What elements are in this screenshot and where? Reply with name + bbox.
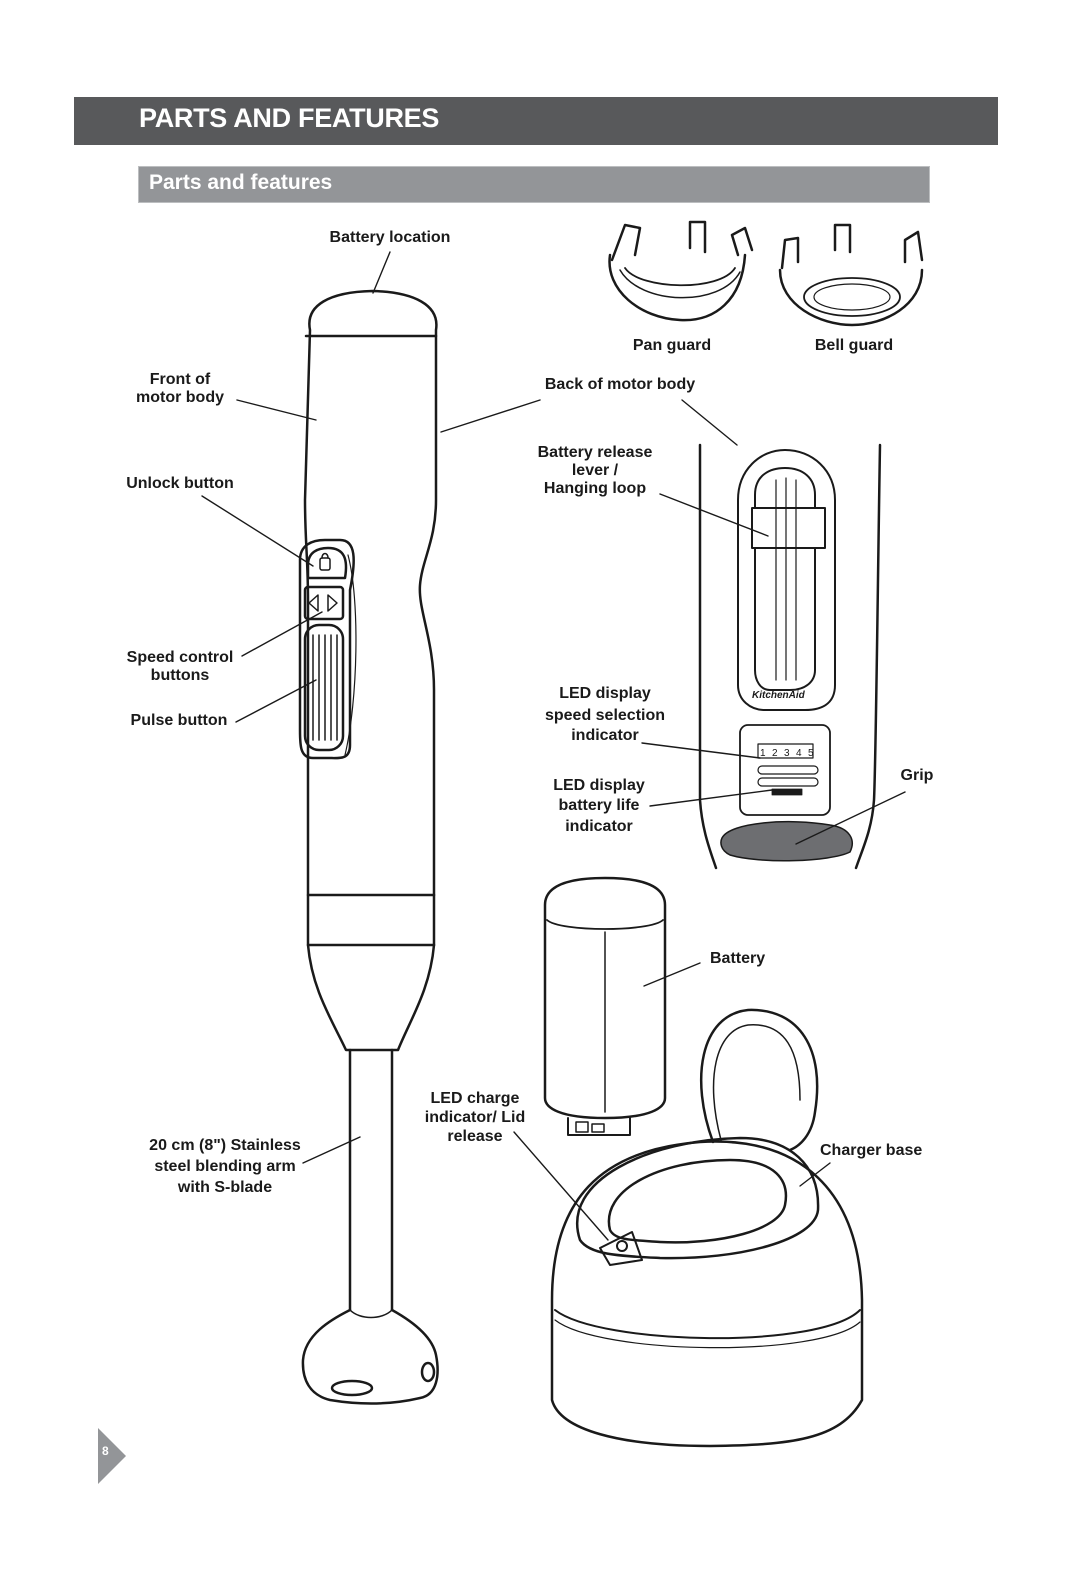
speed-number-3: 3: [784, 748, 790, 759]
label-led-charge-line3: release: [447, 1128, 503, 1145]
label-back-motor-body: Back of motor body: [544, 376, 696, 393]
kitchenaid-logo: KitchenAid: [752, 690, 805, 701]
label-led-speed-line1: LED display: [559, 685, 651, 702]
label-led-speed-line2: speed selection: [544, 707, 666, 724]
label-speed-control-line2: buttons: [150, 667, 210, 684]
label-pan-guard: Pan guard: [632, 337, 712, 354]
subsection-bar: [138, 166, 930, 203]
label-led-battery-line2: battery life: [558, 797, 640, 814]
label-front-motor-body-line1: Front of: [149, 371, 211, 388]
label-battery-release-line1: Battery release: [537, 444, 653, 461]
speed-number-5: 5: [808, 748, 814, 759]
label-unlock-button: Unlock button: [126, 475, 234, 492]
leader-lines: [201, 251, 906, 1241]
page-marker: [98, 1428, 126, 1484]
label-led-battery-line3: indicator: [565, 818, 633, 835]
section-header-bar: [74, 97, 998, 145]
bell-guard-illustration: [778, 223, 924, 327]
label-bell-guard: Bell guard: [814, 337, 894, 354]
speed-number-2: 2: [772, 748, 778, 759]
label-led-speed-line3: indicator: [571, 727, 639, 744]
label-charger-base: Charger base: [820, 1142, 923, 1159]
label-blending-arm-line1: 20 cm (8") Stainless: [149, 1137, 301, 1154]
page-number: 8: [102, 1444, 109, 1458]
label-led-charge-line1: LED charge: [430, 1090, 520, 1107]
charger-base-illustration: [550, 1008, 864, 1448]
label-pulse-button: Pulse button: [130, 712, 228, 729]
motor-body-back-detail: [698, 443, 882, 870]
speed-number-4: 4: [796, 748, 802, 759]
label-battery-release-line3: Hanging loop: [543, 480, 647, 497]
label-blending-arm-line3: with S-blade: [177, 1179, 273, 1196]
label-grip: Grip: [900, 767, 934, 784]
label-led-battery-line1: LED display: [553, 777, 645, 794]
speed-number-1: 1: [760, 748, 766, 759]
hand-blender-body: [298, 289, 438, 1052]
blending-arm: [301, 1048, 439, 1405]
page-title: PARTS AND FEATURES: [139, 103, 440, 133]
label-led-charge-line2: indicator/ Lid: [424, 1109, 526, 1126]
label-speed-control-line1: Speed control: [126, 649, 234, 666]
label-battery-location: Battery location: [329, 229, 451, 246]
pan-guard-illustration: [608, 220, 754, 322]
subsection-title: Parts and features: [149, 171, 333, 194]
label-blending-arm-line2: steel blending arm: [154, 1158, 296, 1175]
battery-illustration: [543, 876, 667, 1136]
label-battery: Battery: [710, 950, 766, 967]
label-front-motor-body-line2: motor body: [136, 389, 224, 406]
label-battery-release-line2: lever /: [571, 462, 619, 479]
